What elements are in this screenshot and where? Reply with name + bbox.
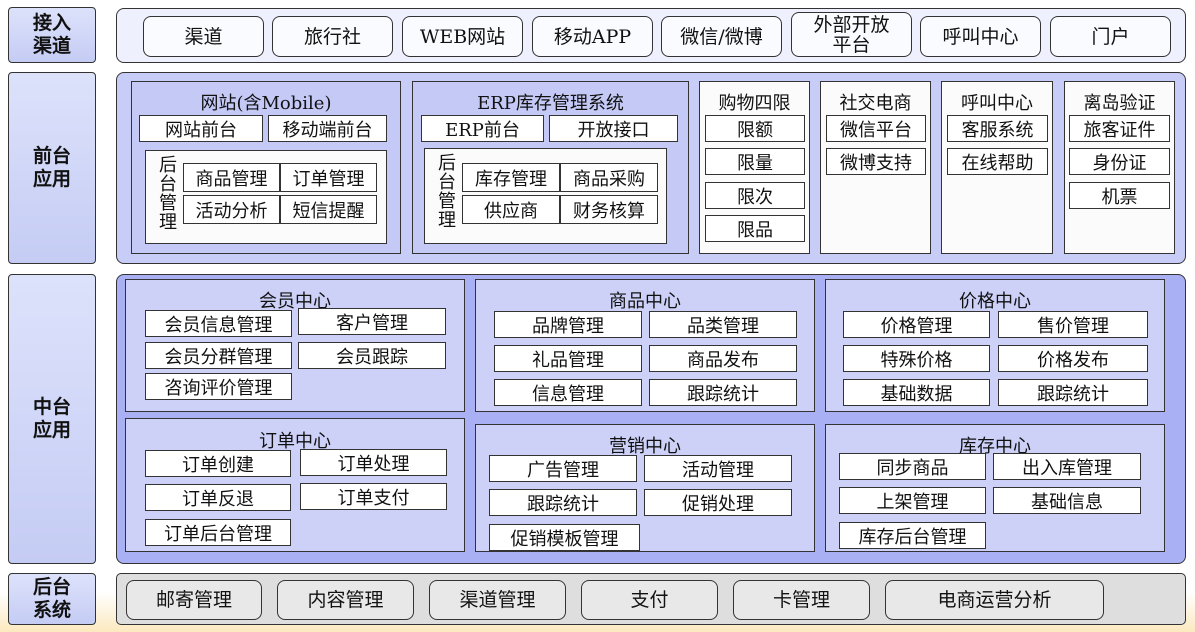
inventory-center-item: 基础信息: [993, 487, 1141, 514]
product-center-item: 品牌管理: [494, 311, 642, 338]
member-center-item: 会员信息管理: [145, 310, 292, 337]
product-center-item: 信息管理: [494, 379, 642, 406]
island-verify-item: 机票: [1069, 182, 1170, 209]
member-center-title: 会员中心: [259, 291, 331, 312]
erp-grid-box: 财务核算: [560, 195, 658, 224]
back-system-item: 内容管理: [277, 580, 414, 620]
back-system-item: 卡管理: [733, 580, 870, 620]
website-grid-box: 订单管理: [280, 163, 377, 192]
row-label-front: 前台 应用: [8, 72, 96, 264]
member-center-item: 会员分群管理: [145, 342, 292, 369]
island-verify-item: 身份证: [1069, 148, 1170, 175]
member-center-item: 客户管理: [298, 308, 446, 335]
order-center-item: 订单处理: [300, 449, 447, 476]
order-center-item: 订单反退: [145, 484, 291, 511]
product-center-item: 跟踪统计: [649, 379, 797, 406]
shopping-limit-item: 限次: [705, 182, 805, 209]
product-center-item: 礼品管理: [494, 345, 642, 372]
marketing-center-item: 促销处理: [644, 489, 792, 516]
price-center-item: 售价管理: [998, 311, 1148, 338]
social-commerce-item: 微博支持: [826, 148, 926, 175]
price-center-item: 特殊价格: [843, 345, 990, 372]
channel-item: 移动APP: [532, 16, 653, 57]
social-commerce-title: 社交电商: [839, 93, 912, 114]
erp-title: ERP库存管理系统: [477, 93, 624, 114]
price-center-item: 价格管理: [843, 311, 990, 338]
channel-item: WEB网站: [402, 16, 523, 57]
inventory-center-item: 上架管理: [839, 487, 986, 514]
website-front-box: 网站前台: [139, 115, 263, 142]
member-center-item: 咨询评价管理: [145, 373, 292, 400]
marketing-center-item: 活动管理: [644, 455, 792, 482]
product-center-item: 商品发布: [649, 345, 797, 372]
shopping-limits-title: 购物四限: [718, 93, 791, 114]
website-backend-label: 后 台 管 理: [159, 155, 177, 233]
marketing-center-item: 促销模板管理: [489, 524, 640, 551]
island-verify-title: 离岛验证: [1083, 93, 1156, 114]
website-mobile-box: 移动端前台: [268, 115, 387, 142]
channel-item: 渠道: [143, 16, 264, 57]
inventory-center-item: 出入库管理: [993, 453, 1141, 480]
back-system-item: 支付: [581, 580, 718, 620]
channel-item: 呼叫中心: [920, 16, 1041, 57]
erp-api-box: 开放接口: [549, 115, 678, 142]
marketing-center-title: 营销中心: [609, 436, 681, 457]
price-center-item: 价格发布: [998, 345, 1148, 372]
row-label-middle: 中台 应用: [8, 274, 96, 564]
row-label-channel: 接入 渠道: [8, 7, 96, 63]
shopping-limit-item: 限品: [705, 215, 805, 242]
website-title: 网站(含Mobile): [200, 93, 332, 114]
call-center-item: 在线帮助: [947, 148, 1048, 175]
row-label-back: 后台 系统: [8, 573, 96, 625]
social-commerce-item: 微信平台: [826, 115, 926, 142]
website-grid-box: 商品管理: [183, 163, 280, 192]
back-system-item: 电商运营分析: [885, 580, 1104, 620]
price-center-item: 基础数据: [843, 379, 990, 406]
price-center-title: 价格中心: [959, 291, 1031, 312]
erp-front-box: ERP前台: [421, 115, 544, 142]
erp-grid-box: 供应商: [462, 195, 560, 224]
order-center-item: 订单创建: [145, 450, 291, 477]
member-center-item: 会员跟踪: [298, 342, 446, 369]
product-center-item: 品类管理: [649, 311, 797, 338]
website-grid-box: 短信提醒: [280, 195, 377, 224]
channel-item: 旅行社: [272, 16, 393, 57]
island-verify-item: 旅客证件: [1069, 115, 1170, 142]
back-system-item: 渠道管理: [429, 580, 566, 620]
shopping-limit-item: 限量: [705, 148, 805, 175]
product-center-title: 商品中心: [609, 291, 681, 312]
erp-backend-label: 后 台 管 理: [438, 153, 456, 231]
call-center-title: 呼叫中心: [961, 93, 1033, 114]
order-center-item: 订单后台管理: [145, 519, 291, 546]
marketing-center-item: 广告管理: [489, 455, 637, 482]
website-grid-box: 活动分析: [183, 195, 280, 224]
erp-grid-box: 库存管理: [462, 163, 560, 192]
channel-item: 微信/微博: [661, 16, 782, 57]
inventory-center-item: 同步商品: [839, 453, 986, 480]
shopping-limit-item: 限额: [705, 115, 805, 142]
channel-item: 门户: [1050, 16, 1171, 57]
erp-grid-box: 商品采购: [560, 163, 658, 192]
back-system-item: 邮寄管理: [126, 580, 262, 620]
order-center-title: 订单中心: [259, 431, 331, 452]
marketing-center-item: 跟踪统计: [489, 489, 637, 516]
call-center-item: 客服系统: [947, 115, 1048, 142]
price-center-item: 跟踪统计: [998, 379, 1148, 406]
inventory-center-item: 库存后台管理: [839, 522, 986, 549]
order-center-item: 订单支付: [300, 483, 447, 510]
channel-item: 外部开放 平台: [791, 12, 912, 57]
inventory-center-title: 库存中心: [959, 436, 1031, 457]
